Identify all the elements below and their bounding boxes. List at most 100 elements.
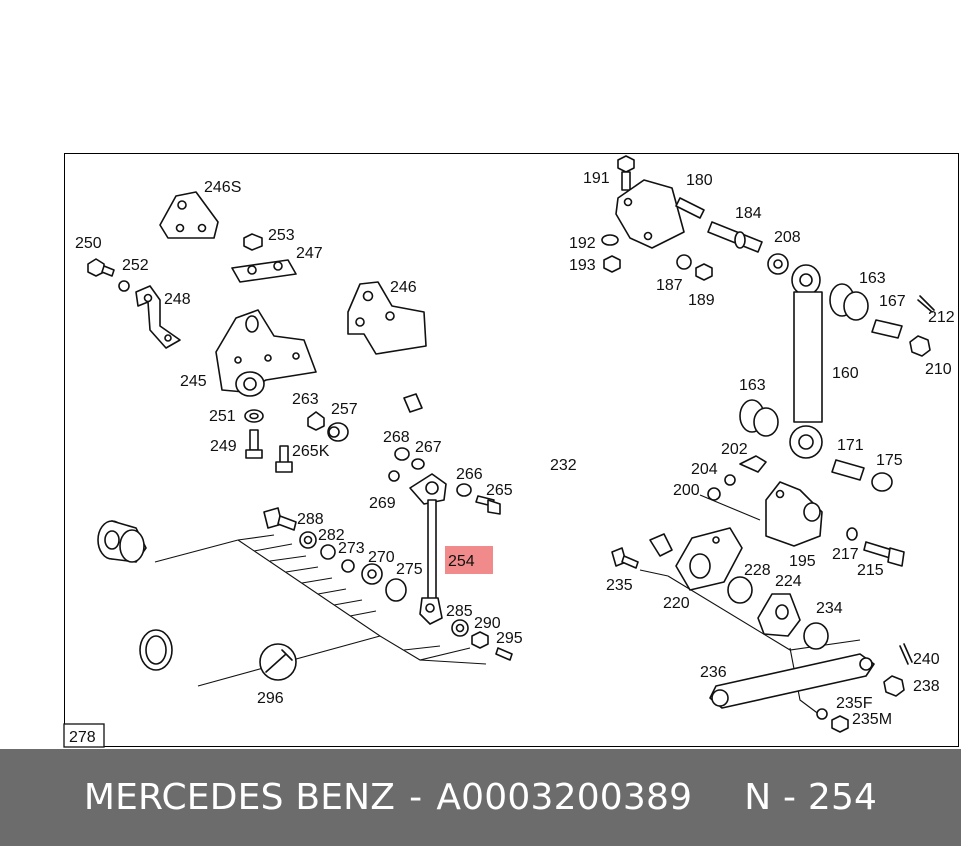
highlight-254 bbox=[445, 546, 493, 574]
label-257: 257 bbox=[331, 401, 358, 418]
label-224: 224 bbox=[775, 573, 802, 590]
bushing-163a bbox=[829, 283, 869, 321]
nut-235M bbox=[831, 715, 849, 733]
label-247: 247 bbox=[296, 245, 323, 262]
bolt-288 bbox=[263, 507, 297, 531]
nut-263 bbox=[307, 411, 325, 431]
washer-192 bbox=[601, 234, 619, 246]
bushing-large bbox=[97, 520, 147, 563]
label-171: 171 bbox=[837, 437, 864, 454]
bracket-224 bbox=[757, 593, 801, 637]
label-195: 195 bbox=[789, 553, 816, 570]
nut-285 bbox=[451, 619, 469, 637]
bracket-245 bbox=[215, 309, 317, 397]
bolt-180b bbox=[675, 197, 705, 219]
bracket-248 bbox=[135, 285, 181, 349]
pin-184 bbox=[707, 221, 763, 253]
brand-name: MERCEDES BENZ bbox=[83, 777, 396, 818]
bracket-246S bbox=[159, 191, 219, 239]
label-267: 267 bbox=[415, 439, 442, 456]
washer-235F bbox=[816, 708, 828, 720]
washer-267 bbox=[411, 458, 425, 470]
footer-dash: - bbox=[409, 777, 423, 818]
nut-210 bbox=[909, 335, 931, 357]
label-282: 282 bbox=[318, 527, 345, 544]
part-info-footer: MERCEDES BENZ - A0003200389 N - 254 bbox=[0, 749, 961, 846]
bolt-215 bbox=[863, 541, 905, 567]
label-232: 232 bbox=[550, 457, 577, 474]
bolt-265 bbox=[475, 495, 501, 515]
link-rod-254 bbox=[409, 473, 447, 625]
sleeve-167 bbox=[871, 319, 903, 339]
sheet-number-box bbox=[63, 723, 105, 748]
wrench-296 bbox=[259, 643, 297, 681]
label-163a: 163 bbox=[859, 270, 886, 287]
washer-204 bbox=[724, 474, 736, 486]
clip-217 bbox=[846, 527, 858, 541]
label-275: 275 bbox=[396, 561, 423, 578]
sheet-number: 278 bbox=[69, 729, 96, 746]
label-228: 228 bbox=[744, 562, 771, 579]
label-180: 180 bbox=[686, 172, 713, 189]
label-288: 288 bbox=[297, 511, 324, 528]
clip-ring bbox=[139, 629, 173, 671]
label-204: 204 bbox=[691, 461, 718, 478]
bolt-235 bbox=[611, 547, 639, 569]
label-246: 246 bbox=[390, 279, 417, 296]
part-labels: 246S 253 247 250 252 248 246 245 251 249… bbox=[75, 170, 955, 728]
label-236: 236 bbox=[700, 664, 727, 681]
cap-175 bbox=[871, 472, 893, 492]
cotter-240 bbox=[899, 643, 913, 665]
label-249: 249 bbox=[210, 438, 237, 455]
label-234: 234 bbox=[816, 600, 843, 617]
washer-200 bbox=[707, 487, 721, 501]
label-240: 240 bbox=[913, 651, 940, 668]
label-191: 191 bbox=[583, 170, 610, 187]
pin-295 bbox=[495, 647, 513, 661]
label-210: 210 bbox=[925, 361, 952, 378]
label-217: 217 bbox=[832, 546, 859, 563]
bracket-180 bbox=[615, 179, 685, 249]
label-235: 235 bbox=[606, 577, 633, 594]
label-193: 193 bbox=[569, 257, 596, 274]
label-246S: 246S bbox=[204, 179, 241, 196]
label-238: 238 bbox=[913, 678, 940, 695]
leader-lines bbox=[154, 494, 861, 716]
nut-193 bbox=[603, 255, 621, 273]
label-167: 167 bbox=[879, 293, 906, 310]
label-273: 273 bbox=[338, 540, 365, 557]
label-268: 268 bbox=[383, 429, 410, 446]
washer-208 bbox=[767, 253, 789, 275]
label-208: 208 bbox=[774, 229, 801, 246]
label-254: 254 bbox=[448, 553, 475, 570]
bushing-275 bbox=[385, 578, 407, 602]
bolt-265K bbox=[275, 445, 293, 473]
label-250: 250 bbox=[75, 235, 102, 252]
label-253: 253 bbox=[268, 227, 295, 244]
washer-268 bbox=[394, 447, 410, 461]
label-200: 200 bbox=[673, 482, 700, 499]
nut-282 bbox=[299, 531, 317, 549]
label-266: 266 bbox=[456, 466, 483, 483]
label-263: 263 bbox=[292, 391, 319, 408]
label-175: 175 bbox=[876, 452, 903, 469]
label-187: 187 bbox=[656, 277, 683, 294]
nut-238 bbox=[883, 675, 905, 697]
label-235F: 235F bbox=[836, 695, 873, 712]
label-220: 220 bbox=[663, 595, 690, 612]
nut-253 bbox=[243, 233, 263, 251]
label-192: 192 bbox=[569, 235, 596, 252]
bushing-228 bbox=[727, 576, 753, 604]
label-163b: 163 bbox=[739, 377, 766, 394]
label-215: 215 bbox=[857, 562, 884, 579]
label-252: 252 bbox=[122, 257, 149, 274]
sleeve-171 bbox=[831, 459, 865, 481]
bracket-195 bbox=[765, 481, 823, 547]
bolt-249 bbox=[245, 429, 263, 459]
washer-251 bbox=[244, 409, 264, 423]
bushing-234 bbox=[803, 622, 829, 650]
ring-273b bbox=[341, 559, 355, 573]
cotter-212 bbox=[917, 295, 935, 313]
washer-187 bbox=[676, 254, 692, 270]
ring-269 bbox=[388, 470, 400, 482]
